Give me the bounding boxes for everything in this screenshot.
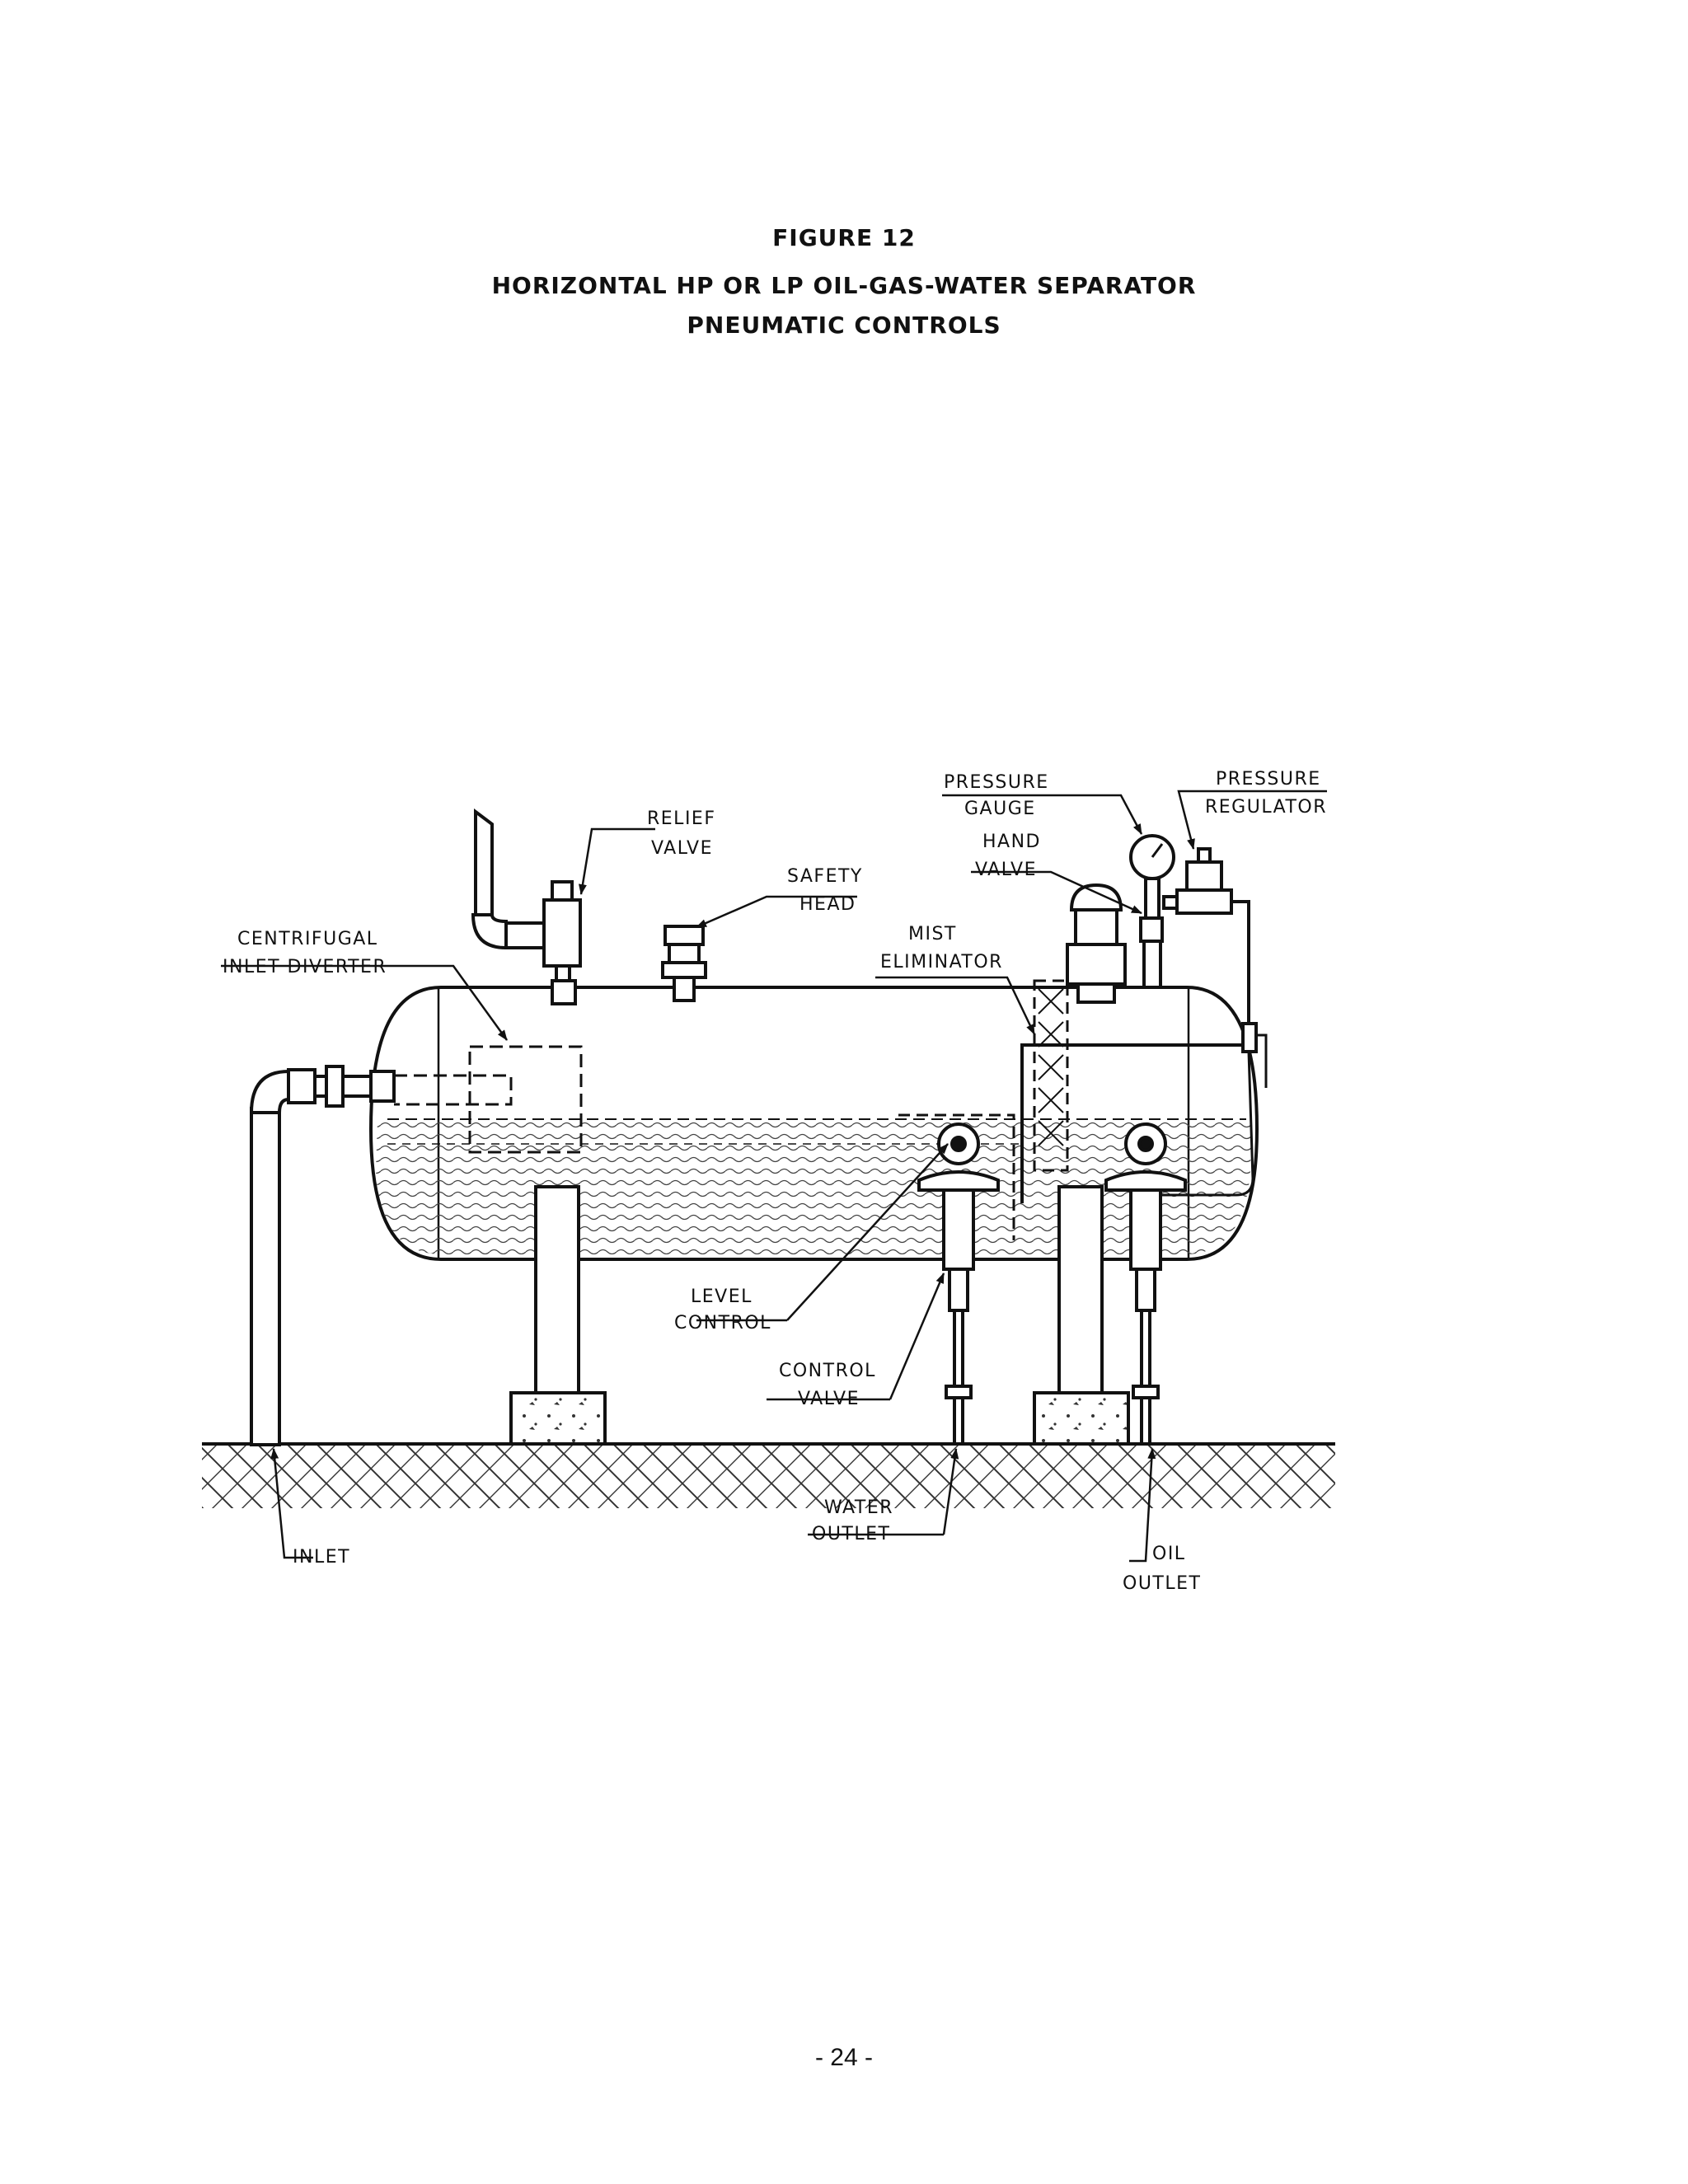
label-safety-head-2: HEAD xyxy=(799,894,856,915)
label-control-valve-1: CONTROL xyxy=(779,1361,876,1381)
label-water-outlet-1: WATER xyxy=(824,1497,893,1518)
label-oil-outlet-2: OUTLET xyxy=(1123,1573,1201,1594)
centrifugal-inlet-diverter xyxy=(394,1045,583,1154)
label-pressure-gauge-1: PRESSURE xyxy=(944,772,1049,793)
label-pressure-gauge-2: GAUGE xyxy=(964,799,1036,819)
label-pressure-regulator-1: PRESSURE xyxy=(1216,769,1321,790)
mist-eliminator xyxy=(1033,979,1069,1172)
level-control-oil xyxy=(1104,1122,1187,1446)
separator-vessel xyxy=(368,986,1259,1261)
label-relief-valve-2: VALVE xyxy=(651,838,713,859)
label-level-control-2: CONTROL xyxy=(674,1313,771,1333)
label-centrifugal-1: CENTRIFUGAL xyxy=(237,929,378,949)
leader-lines xyxy=(221,790,1327,1563)
pressure-regulator xyxy=(1162,847,1268,1088)
label-mist-eliminator-1: MIST xyxy=(908,924,957,944)
label-water-outlet-2: OUTLET xyxy=(812,1524,890,1544)
label-control-valve-2: VALVE xyxy=(798,1389,860,1409)
label-relief-valve-1: RELIEF xyxy=(647,808,716,829)
inlet-piping xyxy=(249,1065,396,1446)
figure-number: FIGURE 12 xyxy=(772,224,916,251)
label-mist-eliminator-2: ELIMINATOR xyxy=(880,952,1003,972)
safety-head xyxy=(661,925,707,1002)
pressure-gauge xyxy=(1129,834,1175,989)
page-number: - 24 - xyxy=(814,2044,874,2071)
figure-subtitle: PNEUMATIC CONTROLS xyxy=(687,312,1001,339)
label-hand-valve-2: VALVE xyxy=(975,860,1037,880)
figure-title: HORIZONTAL HP OR LP OIL-GAS-WATER SEPARA… xyxy=(491,272,1197,299)
label-hand-valve-1: HAND xyxy=(982,832,1041,852)
label-centrifugal-2: INLET DIVERTER xyxy=(223,957,387,977)
label-oil-outlet-1: OIL xyxy=(1152,1544,1186,1564)
vessel-supports xyxy=(509,1185,1130,1446)
pneumatic-supply-line xyxy=(1020,1022,1258,1203)
ground-hatching xyxy=(202,1442,1335,1508)
liquid-zone xyxy=(376,1121,1251,1254)
gas-outlet-hand-valve xyxy=(1066,883,1127,1004)
label-inlet: INLET xyxy=(293,1547,350,1568)
label-level-control-1: LEVEL xyxy=(691,1286,753,1307)
callout-labels: PRESSURE GAUGE PRESSURE REGULATOR RELIEF… xyxy=(223,769,1327,1594)
label-safety-head-1: SAFETY xyxy=(787,866,863,887)
weir-dashed xyxy=(898,1113,1015,1240)
label-pressure-regulator-2: REGULATOR xyxy=(1205,797,1327,818)
relief-valve xyxy=(471,808,582,1005)
